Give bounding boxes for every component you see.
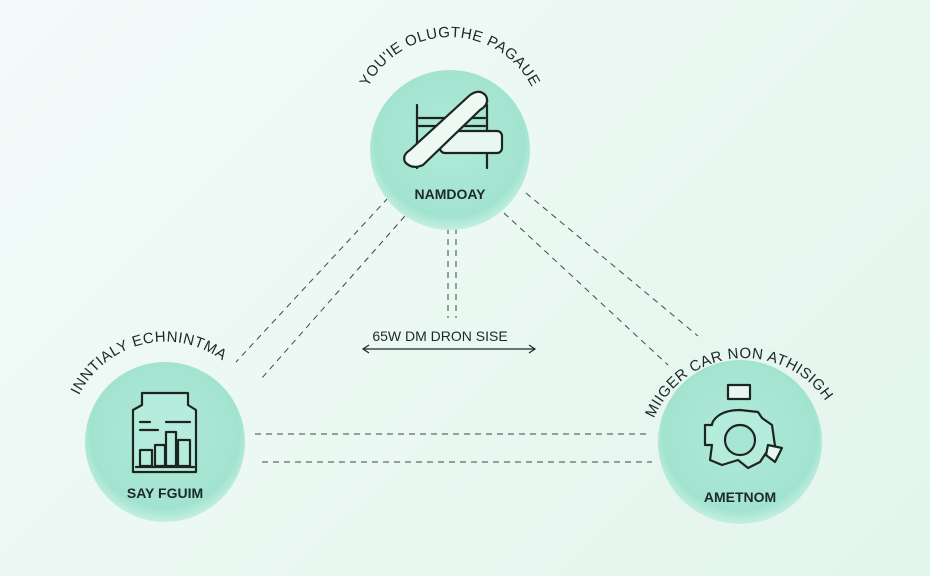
node-right[interactable]: MIIGER CAR NON ATHISIGH AMETNOM <box>642 345 836 524</box>
center-label: 65W DM DRON SISE <box>372 328 507 344</box>
connector-top-center <box>447 228 457 318</box>
node-top-label: NAMDOAY <box>414 186 486 202</box>
bar-chart-clipboard-icon <box>131 391 198 474</box>
connector-top-right <box>503 192 699 366</box>
node-right-label: AMETNOM <box>704 489 776 505</box>
node-top[interactable]: YOU'IE OLUGTHE PAGAUE NAMDOAY <box>357 24 544 230</box>
gear-network-icon <box>703 383 784 470</box>
hand-tool-icon <box>403 90 504 170</box>
node-left[interactable]: INNTIALY ECHNINTMA SAY FGUIM <box>68 329 245 522</box>
connector-top-left <box>235 197 413 379</box>
connector-left-right <box>255 433 652 463</box>
double-arrow-icon <box>361 344 537 354</box>
node-left-label: SAY FGUIM <box>127 485 203 501</box>
